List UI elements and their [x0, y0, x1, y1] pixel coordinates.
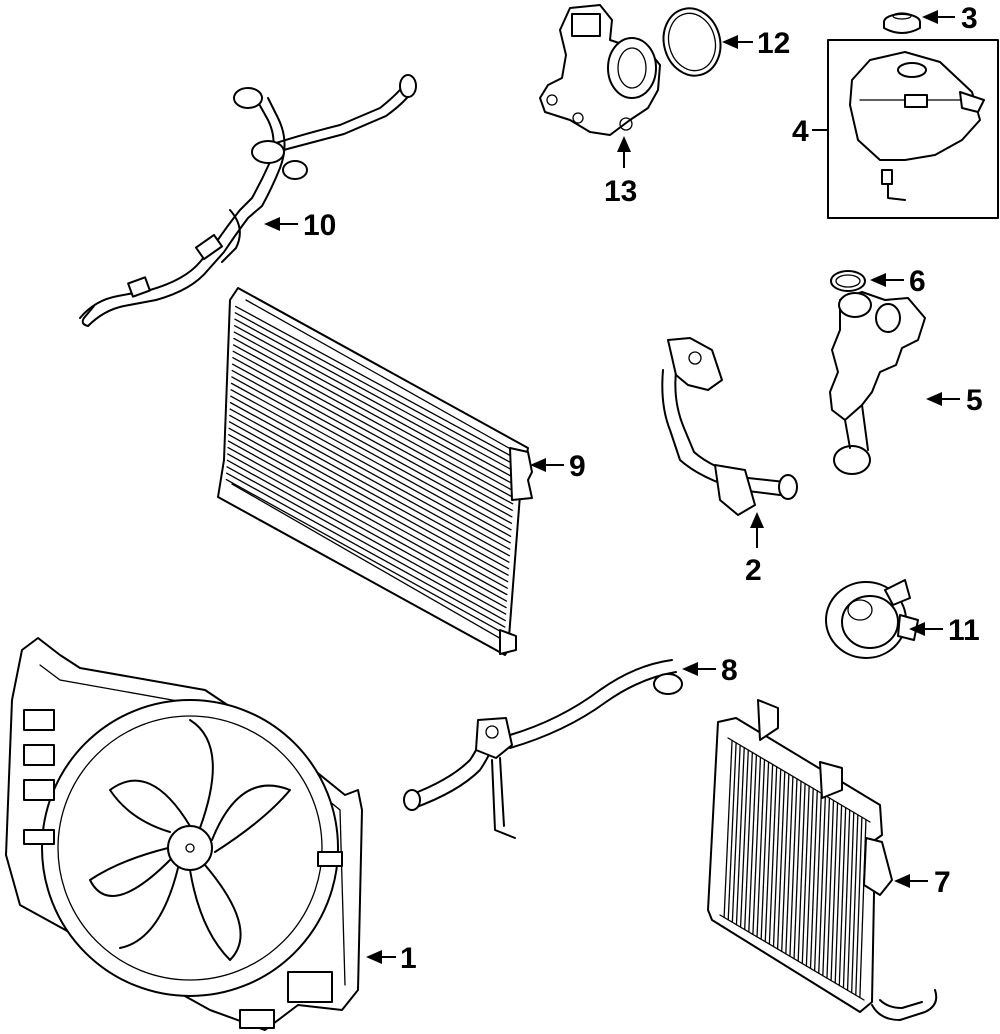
callout-10: 10	[264, 209, 336, 242]
callout-number-2: 2	[745, 554, 762, 587]
part-10-hose-assembly	[79, 74, 417, 327]
callout-number-12: 12	[757, 27, 790, 60]
callout-5: 5	[926, 384, 983, 417]
part-4-expansion-tank	[827, 39, 999, 219]
callout-number-13: 13	[604, 175, 637, 208]
callout-4: 4	[792, 115, 828, 148]
callout-8: 8	[682, 654, 738, 687]
callout-11: 11	[909, 614, 980, 647]
callout-number-3: 3	[961, 2, 978, 35]
part-13-water-pump	[539, 4, 661, 136]
part-1-fan-shroud	[5, 637, 363, 1031]
callout-number-11: 11	[948, 614, 980, 647]
callout-number-5: 5	[966, 384, 983, 417]
callout-number-1: 1	[400, 942, 417, 975]
cooler-fins	[723, 739, 867, 999]
callout-2: 2	[745, 512, 764, 587]
part-5-thermostat	[829, 291, 926, 475]
part-8-lower-hose	[403, 659, 683, 839]
callout-number-7: 7	[934, 866, 951, 899]
callout-1: 1	[366, 942, 417, 975]
part-3-cap	[883, 12, 921, 34]
callout-number-6: 6	[909, 265, 926, 298]
callout-9: 9	[530, 450, 586, 483]
part-6-seal	[830, 270, 866, 292]
radiator-fins	[225, 305, 517, 635]
callout-number-4: 4	[792, 115, 809, 148]
callout-3: 3	[922, 2, 978, 35]
callout-13: 13	[604, 136, 637, 208]
callout-6: 6	[870, 265, 926, 298]
part-11-aux-pump	[825, 579, 919, 659]
part-12-o-ring	[662, 7, 722, 77]
callout-number-8: 8	[721, 654, 738, 687]
part-7-oil-cooler	[707, 699, 938, 1021]
callout-number-10: 10	[303, 209, 336, 242]
part-2-coolant-pipe	[661, 337, 798, 516]
callout-7: 7	[894, 866, 951, 899]
callout-number-9: 9	[569, 450, 586, 483]
callout-12: 12	[722, 27, 790, 60]
part-9-radiator	[217, 287, 533, 656]
